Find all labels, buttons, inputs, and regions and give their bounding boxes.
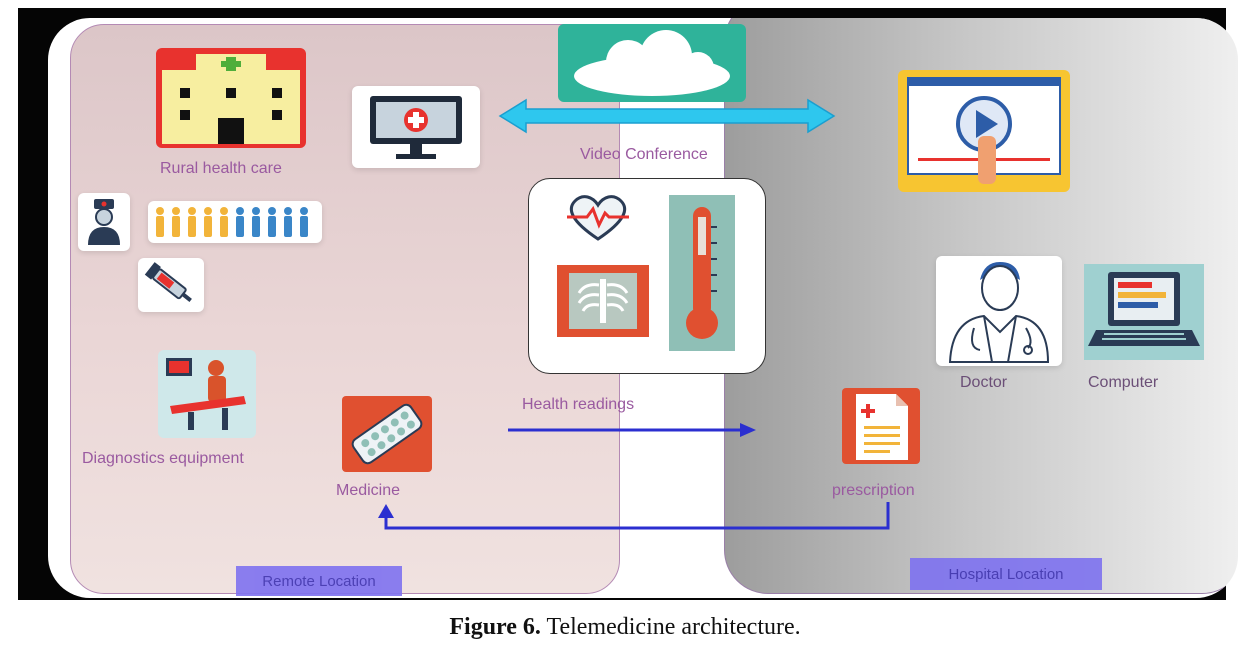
- health-readings-arrow: [508, 420, 758, 440]
- diagram-canvas: Rural health care: [48, 18, 1238, 598]
- diagnostics-equipment-label: Diagnostics equipment: [82, 450, 244, 467]
- remote-location-label: Remote Location: [236, 566, 402, 596]
- xray-icon: [557, 265, 649, 337]
- thermometer-icon: [669, 195, 735, 351]
- health-readings-label: Health readings: [522, 396, 635, 413]
- figure-frame: Rural health care: [18, 8, 1238, 600]
- video-player-icon: [898, 70, 1070, 192]
- rural-health-care-label: Rural health care: [160, 160, 282, 177]
- hospital-building-icon: [156, 48, 306, 148]
- doctor-label: Doctor: [960, 374, 1008, 391]
- medicine-label: Medicine: [336, 482, 401, 499]
- laptop-icon: [1084, 264, 1204, 360]
- doctor-card: [936, 256, 1062, 366]
- cloud-icon: [558, 24, 746, 102]
- caption-prefix: Figure 6.: [449, 614, 541, 640]
- prescription-label: prescription: [832, 482, 915, 499]
- pill-pack-icon: [342, 396, 432, 472]
- video-conference-label: Video Conference: [580, 146, 708, 163]
- nurse-icon: [84, 197, 124, 247]
- syringe-icon: [144, 262, 198, 308]
- people-group-card: [148, 201, 322, 243]
- patient-bed-icon: [158, 350, 256, 438]
- syringe-card: [138, 258, 204, 312]
- monitor-medical-card: [352, 86, 480, 168]
- prescription-icon: [842, 388, 920, 464]
- hospital-location-label: Hospital Location: [910, 558, 1102, 590]
- heart-rate-icon: [563, 193, 633, 243]
- figure-caption: Figure 6. Telemedicine architecture.: [0, 614, 1250, 641]
- prescription-to-medicine-arrow: [366, 500, 896, 534]
- video-conference-arrow: [498, 96, 836, 136]
- caption-text: Telemedicine architecture.: [540, 614, 801, 640]
- nurse-card: [78, 193, 130, 251]
- monitor-medical-icon: [366, 94, 466, 162]
- computer-label: Computer: [1088, 374, 1159, 391]
- health-readings-card: [528, 178, 766, 374]
- doctor-icon: [944, 258, 1054, 364]
- people-group-icon: [152, 205, 318, 239]
